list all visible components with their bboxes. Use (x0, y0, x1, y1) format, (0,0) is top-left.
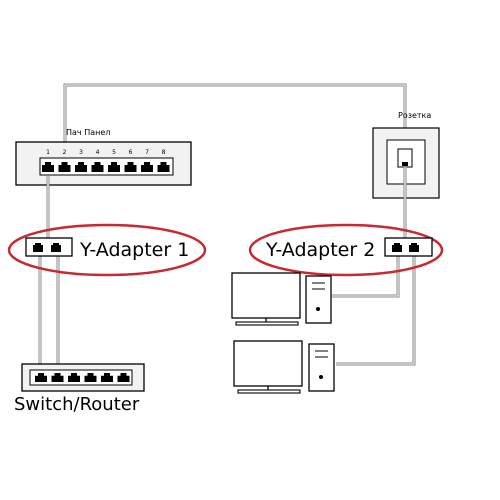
switch-label: Switch/Router (14, 394, 140, 415)
cable-panel-to-socket (63, 83, 407, 142)
patch-panel-icon: 1 2 3 4 5 6 7 8 (15, 141, 192, 186)
network-switch-icon (21, 363, 145, 392)
switch-port (117, 373, 130, 382)
patch-panel-label: Пач Панел (66, 128, 110, 137)
wall-socket-icon (372, 127, 440, 199)
patch-panel-port (58, 162, 71, 172)
switch-port (101, 373, 113, 382)
patch-panel-port-number: 2 (63, 149, 67, 156)
adapter2-highlight (248, 223, 444, 277)
patch-panel-port-number: 1 (46, 149, 50, 156)
patch-panel-port (75, 162, 87, 172)
switch-port (51, 373, 64, 382)
patch-panel-port (91, 162, 104, 172)
socket-label: Розетка (398, 111, 431, 120)
patch-panel-port (141, 162, 153, 172)
patch-panel-port (124, 162, 137, 172)
cable-adapter2-to-pc2 (336, 256, 416, 366)
patch-panel-port-number: 7 (145, 149, 149, 156)
patch-panel-port-number: 3 (79, 149, 83, 156)
switch-port (68, 373, 80, 382)
desktop-computer-icon (231, 272, 332, 326)
switch-port (84, 373, 97, 382)
adapter1-highlight (7, 223, 207, 277)
patch-panel-port (108, 162, 120, 172)
switch-port (35, 373, 47, 382)
rj45-y-adapter-icon (384, 237, 433, 257)
patch-panel-port-number: 4 (96, 149, 100, 156)
patch-panel-port-number: 5 (112, 149, 116, 156)
adapter2-label: Y-Adapter 2 (265, 239, 375, 261)
patch-panel-port-number: 8 (162, 149, 166, 156)
rj45-y-adapter-icon (25, 237, 73, 257)
adapter1-label: Y-Adapter 1 (79, 239, 189, 261)
patch-panel-port-number: 6 (129, 149, 133, 156)
patch-panel-port (42, 162, 54, 172)
patch-panel-port (157, 162, 170, 172)
desktop-computer-icon (233, 340, 335, 394)
